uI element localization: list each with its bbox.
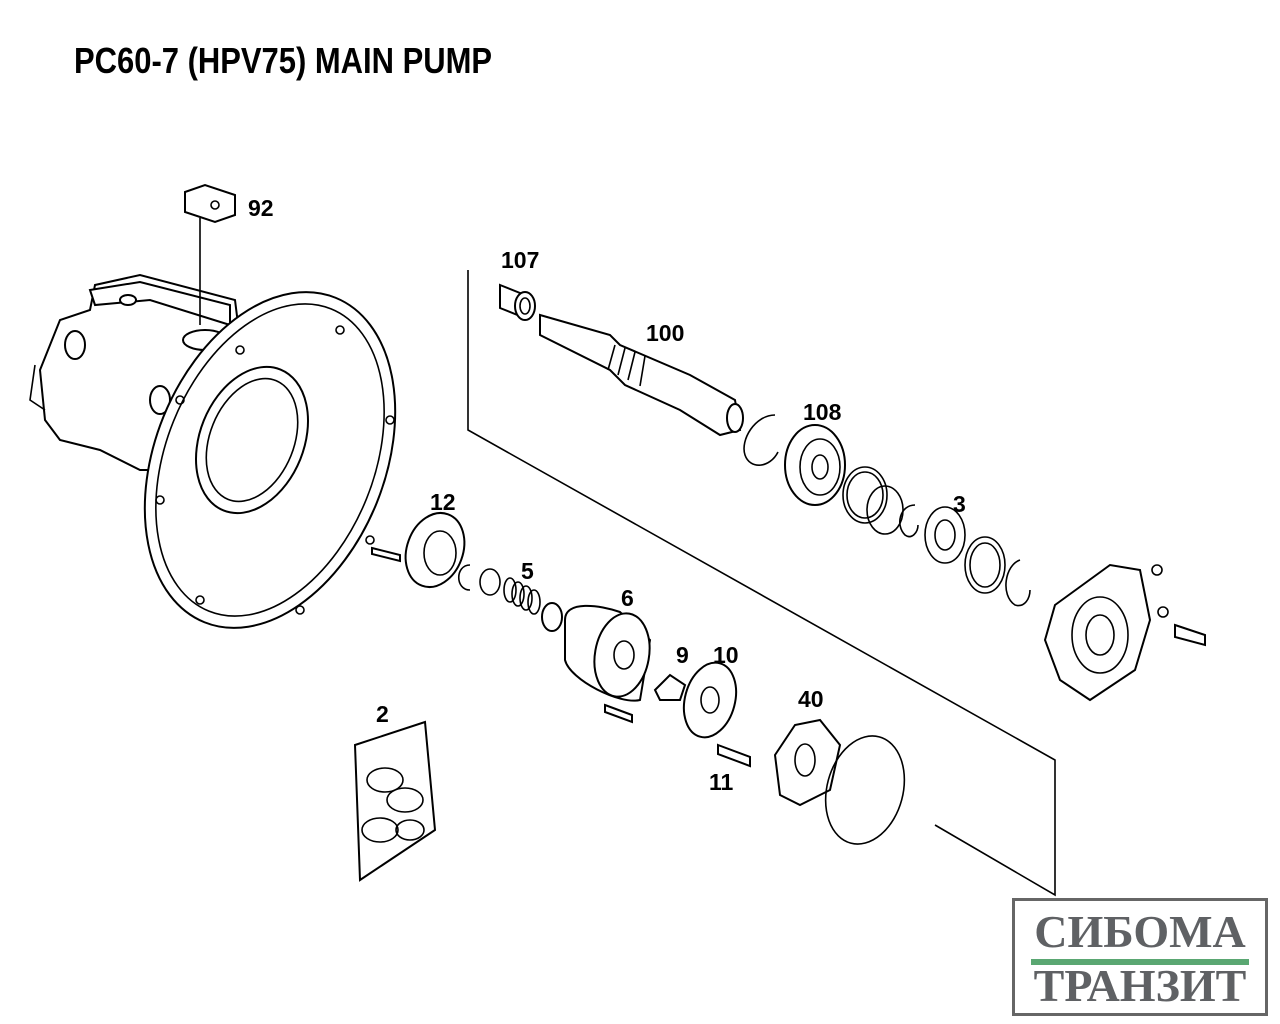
logo-line-1: СИБОМА bbox=[1034, 906, 1246, 957]
label-part-6: 6 bbox=[621, 585, 634, 611]
label-part-2: 2 bbox=[376, 701, 389, 727]
label-part-5: 5 bbox=[521, 558, 534, 584]
label-part-9: 9 bbox=[676, 642, 689, 668]
company-logo: СИБОМА ТРАНЗИТ bbox=[1012, 898, 1268, 1016]
label-part-92: 92 bbox=[248, 195, 274, 221]
part-5-spring bbox=[503, 577, 563, 632]
part-108-bearing bbox=[743, 414, 846, 506]
logo-divider bbox=[1031, 959, 1249, 965]
pump-end-cover bbox=[1043, 563, 1206, 702]
part-11-pin bbox=[717, 743, 751, 768]
part-100-shaft bbox=[539, 313, 744, 437]
label-part-3: 3 bbox=[953, 491, 966, 517]
part-92-bracket bbox=[184, 183, 236, 325]
part-12-plate bbox=[371, 512, 501, 596]
label-part-10: 10 bbox=[713, 642, 739, 668]
label-part-12: 12 bbox=[430, 489, 456, 515]
label-part-11: 11 bbox=[709, 769, 734, 795]
label-part-100: 100 bbox=[646, 320, 684, 346]
part-40-swash-plate bbox=[773, 718, 906, 845]
diagram-title: PC60-7 (HPV75) MAIN PUMP bbox=[74, 40, 493, 81]
label-part-107: 107 bbox=[501, 247, 539, 273]
assembly-frame-line bbox=[467, 270, 1056, 897]
shims-and-rings bbox=[842, 466, 1031, 607]
label-part-40: 40 bbox=[798, 686, 824, 712]
part-10-retainer-plate bbox=[682, 661, 738, 739]
part-6-cylinder-barrel bbox=[564, 604, 652, 724]
part-107-bearing bbox=[499, 283, 536, 321]
pump-assembly bbox=[29, 273, 397, 629]
part-2-seal-kit bbox=[353, 720, 437, 882]
logo-line-2: ТРАНЗИТ bbox=[1033, 960, 1247, 1011]
part-9-ball-guide bbox=[653, 673, 687, 701]
label-part-108: 108 bbox=[803, 399, 842, 425]
